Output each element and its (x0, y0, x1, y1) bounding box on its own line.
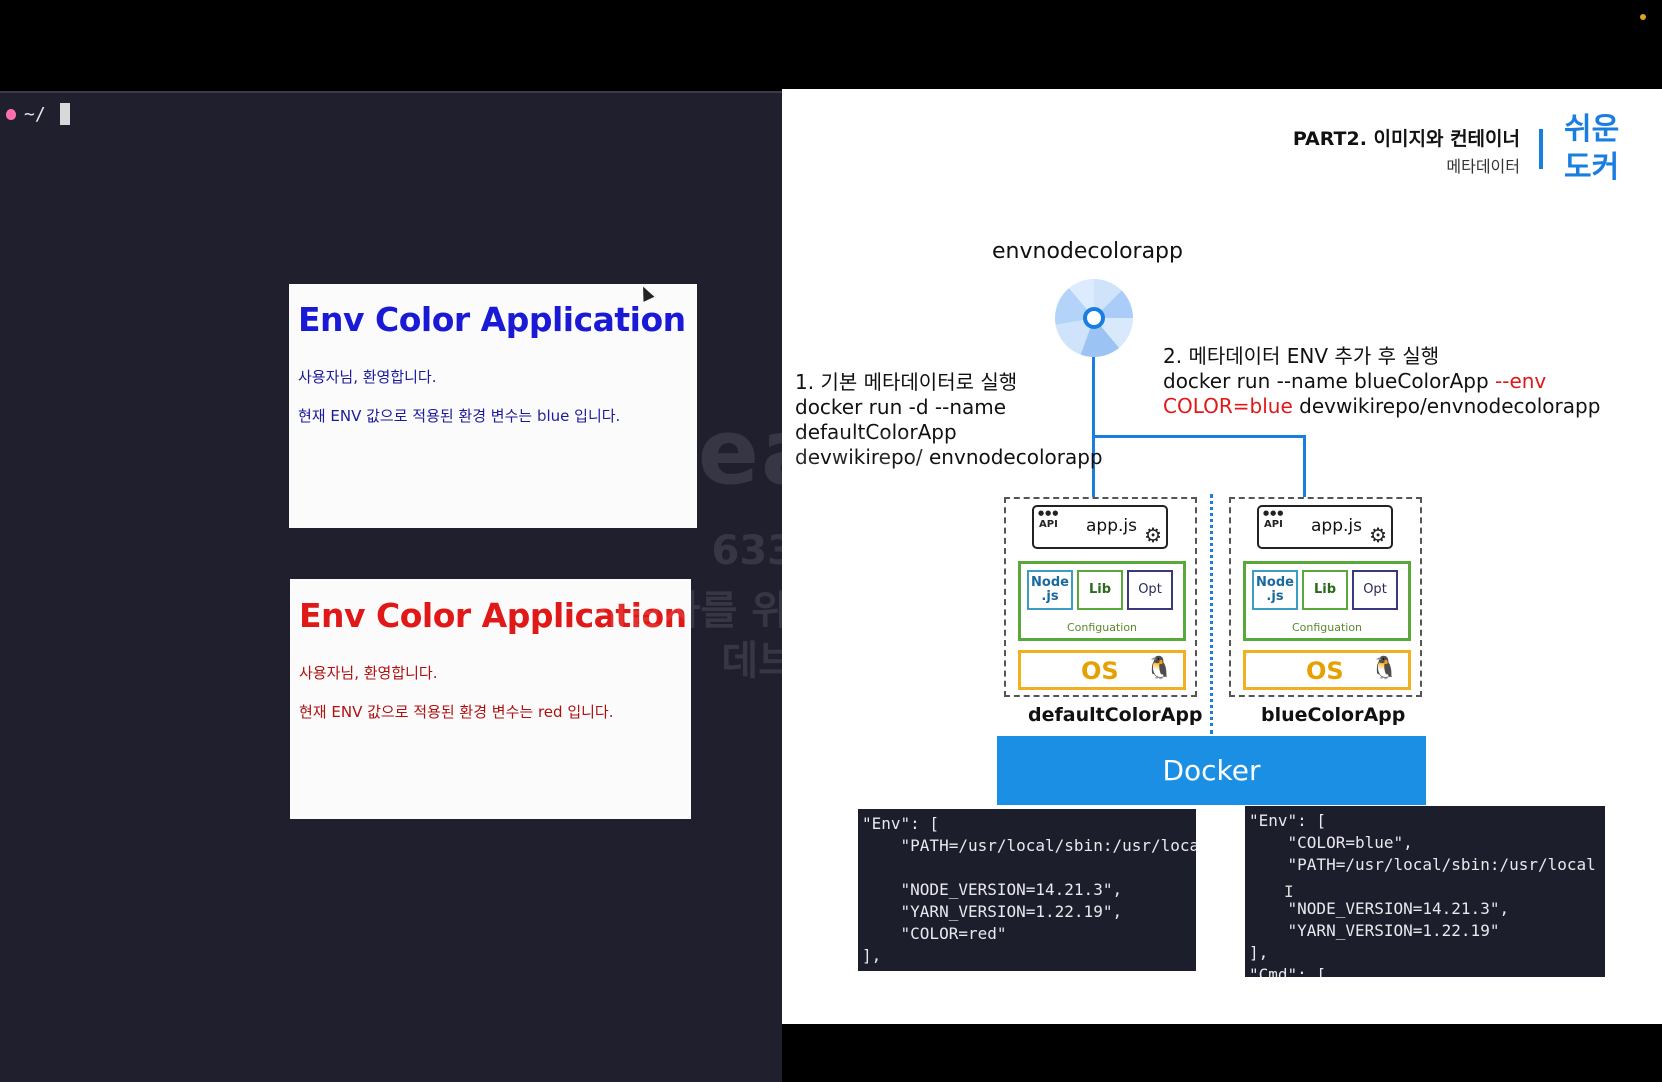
step2-env-flag: --env (1495, 369, 1547, 393)
app-file-box: ●●● API app.js ⚙ (1257, 505, 1393, 549)
config-label: Configuation (1291, 621, 1363, 634)
docker-engine-bar: Docker (997, 736, 1426, 805)
linux-penguin-icon: 🐧 (1370, 656, 1398, 681)
os-box: OS 🐧 (1018, 650, 1186, 690)
brand-divider (1539, 129, 1543, 169)
app-window-blue[interactable]: Env Color Application 사용자님, 환영합니다. 현재 EN… (289, 284, 697, 528)
config-label: Configuation (1066, 621, 1138, 634)
step2-env-value: COLOR=blue (1163, 394, 1293, 418)
container-label-blue: blueColorApp (1261, 704, 1406, 726)
text-cursor-icon: I (1284, 882, 1294, 901)
inspect-output-default: "Env": [ "PATH=/usr/local/sbin:/usr/loca… (858, 809, 1196, 971)
brand-line1: 쉬운 (1564, 112, 1620, 147)
api-label: API (1264, 519, 1283, 530)
docker-label: Docker (1162, 754, 1261, 787)
container-label-default: defaultColorApp (1028, 704, 1203, 726)
disk-hole (1083, 307, 1105, 329)
app-window-red[interactable]: Env Color Application 사용자님, 환영합니다. 현재 EN… (290, 579, 691, 819)
terminal-cursor (59, 103, 70, 125)
config-box: Node .js Lib Opt Configuation (1018, 561, 1186, 641)
slide-subtitle: 메타데이터 (1446, 157, 1520, 176)
connector-line (1092, 357, 1095, 497)
step2-image: devwikirepo/envnodecolorapp (1292, 394, 1601, 418)
linux-penguin-icon: 🐧 (1145, 656, 1173, 681)
os-label: OS (1081, 657, 1119, 685)
nodejs-module: Node .js (1027, 570, 1073, 610)
step1-line: docker run -d --name (795, 395, 1007, 419)
inspect-output-blue: "Env": [ "COLOR=blue", "PATH=/usr/local/… (1245, 806, 1605, 977)
opt-module: Opt (1352, 570, 1398, 610)
container-divider (1210, 494, 1213, 734)
opt-module: Opt (1127, 570, 1173, 610)
top-black-bar (0, 0, 1662, 91)
apple-icon (6, 108, 16, 120)
image-disk-icon (1055, 279, 1133, 357)
os-label: OS (1306, 657, 1344, 685)
lecture-slide: PART2. 이미지와 컨테이너 메타데이터 쉬운 도커 envnodecolo… (782, 89, 1662, 1024)
app-env-message: 현재 ENV 값으로 적용된 환경 변수는 red 입니다. (299, 703, 614, 721)
step2-text: 2. 메타데이터 ENV 추가 후 실행 docker run --name b… (1163, 344, 1600, 419)
app-welcome-text: 사용자님, 환영합니다. (298, 368, 437, 386)
step2-line: docker run --name blueColorApp --env (1163, 369, 1600, 394)
app-file-box: ●●● API app.js ⚙ (1032, 505, 1168, 549)
app-welcome-text: 사용자님, 환영합니다. (299, 664, 438, 682)
connector-line (1303, 435, 1306, 497)
window-dots-icon: ●●● (1038, 509, 1060, 517)
step1-line: defaultColorApp (795, 420, 957, 444)
slide-title: PART2. 이미지와 컨테이너 (1292, 128, 1520, 150)
step1-text: 1. 기본 메타데이터로 실행 docker run -d --name def… (795, 370, 1103, 470)
window-dots-icon: ●●● (1263, 509, 1285, 517)
brand-logo: 쉬운 도커 (1564, 111, 1634, 187)
connector-line (1092, 435, 1306, 438)
gear-icon: ⚙ (1144, 523, 1162, 547)
step2-command: docker run --name blueColorApp (1163, 369, 1496, 393)
container-blue: ●●● API app.js ⚙ Node .js Lib Opt Config… (1229, 497, 1422, 697)
app-file-name: app.js (1086, 516, 1137, 536)
nodejs-module: Node .js (1252, 570, 1298, 610)
api-label: API (1039, 519, 1058, 530)
step2-line: 2. 메타데이터 ENV 추가 후 실행 (1163, 344, 1440, 368)
step1-line: 1. 기본 메타데이터로 실행 (795, 370, 1018, 394)
app-file-name: app.js (1311, 516, 1362, 536)
brand-line2: 도커 (1564, 150, 1620, 185)
terminal-prompt[interactable]: ~/ (6, 103, 70, 125)
app-title: Env Color Application (299, 596, 687, 635)
gear-icon: ⚙ (1369, 523, 1387, 547)
config-box: Node .js Lib Opt Configuation (1243, 561, 1411, 641)
lib-module: Lib (1302, 570, 1348, 610)
os-box: OS 🐧 (1243, 650, 1411, 690)
lib-module: Lib (1077, 570, 1123, 610)
recording-indicator (1640, 14, 1646, 20)
step2-line: COLOR=blue devwikirepo/envnodecolorapp (1163, 394, 1600, 419)
prompt-path: ~/ (24, 103, 46, 125)
app-title: Env Color Application (298, 300, 686, 339)
container-default: ●●● API app.js ⚙ Node .js Lib Opt Config… (1004, 497, 1197, 697)
image-name: envnodecolorapp (992, 239, 1183, 264)
app-env-message: 현재 ENV 값으로 적용된 환경 변수는 blue 입니다. (298, 407, 621, 425)
step1-line: devwikirepo/ envnodecolorapp (795, 445, 1103, 469)
